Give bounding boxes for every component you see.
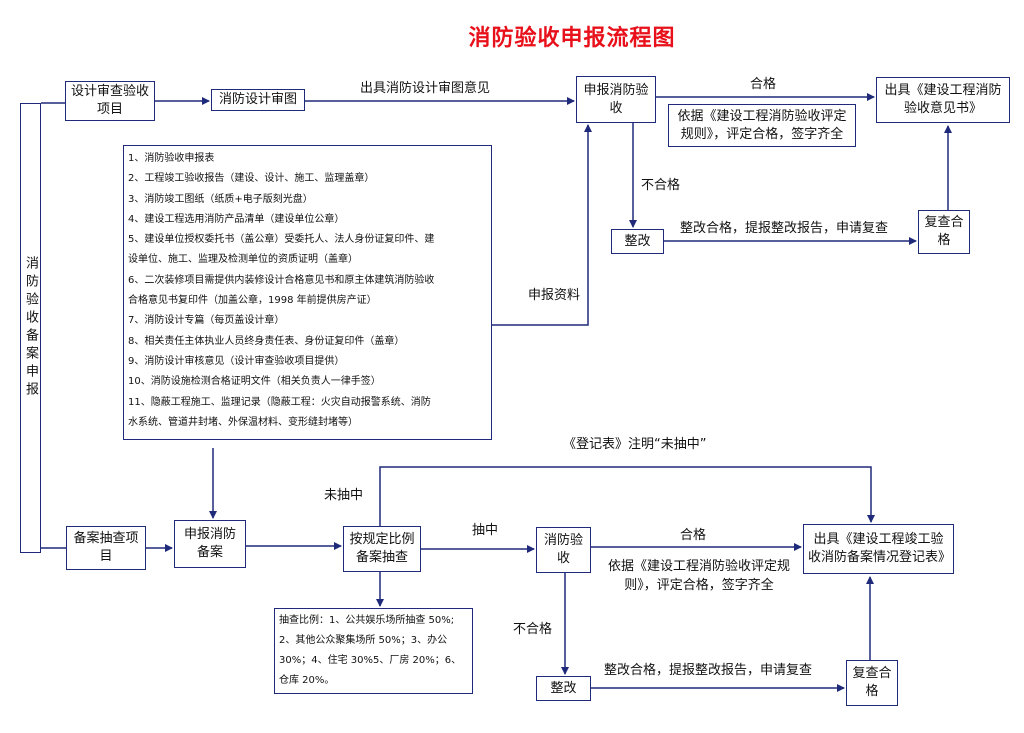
recheck-top-box: 复查合格 [918,210,970,254]
arrow-materials-to-apply [492,124,592,326]
rectify-bottom-box: 整改 [536,676,591,701]
materials-item: 4、建设工程选用消防产品清单（建设单位公章） [128,213,345,225]
fail-bottom-label: 不合格 [513,622,553,637]
basis-note-bottom: 依据《建设工程消防验收评定规则》，评定合格，签字齐全 [607,559,790,593]
materials-item: 设单位、施工、监理及检测单位的资质证明（盖章） [128,254,358,266]
issue-opinion-box: 出具《建设工程消防验收意见书》 [876,77,1010,123]
rectify-report-top-label: 整改合格，提报整改报告，申请复查 [680,221,889,236]
not-sampled-label: 未抽中 [324,488,364,503]
ratio-line: 30%；4、住宅 30%5、厂房 20%；6、 [279,655,462,666]
submit-materials-label: 申报资料 [528,288,581,303]
materials-item: 3、消防竣工图纸（纸质+电子版刻光盘） [128,193,313,205]
sampled-label: 抽中 [472,523,499,538]
design-review-project-box: 设计审查验收项目 [65,81,155,121]
materials-item: 合格意见书复印件（加盖公章，1998 年前提供房产证） [128,295,377,307]
apply-acceptance-box: 申报消防验收 [576,76,656,123]
arrow-not-sampled-to-register [379,466,875,526]
fire-design-review-box: 消防设计审图 [211,89,305,111]
ratio-line: 抽查比例：1、公共娱乐场所抽查 50%; [279,615,455,626]
filing-project-box: 备案抽查项 目 [66,526,146,570]
materials-list: 1、消防验收申报表 2、工程竣工验收报告（建设、设计、施工、监理盖章） 3、消防… [123,145,492,440]
materials-item: 5、建设单位授权委托书（盖公章）受委托人、法人身份证复印件、建 [128,234,435,246]
pass-bottom-label: 合格 [680,528,707,543]
materials-item: 9、消防设计审核意见（设计审查验收项目提供） [128,355,345,367]
ratio-line: 仓库 20%。 [279,675,335,686]
materials-item: 8、相关责任主体执业人员终身责任表、身份证复印件（盖章） [128,335,405,347]
filing-application-bar-label: 消防验收备案申报 [23,256,38,400]
materials-item: 2、工程竣工验收报告（建设、设计、施工、监理盖章） [128,173,375,185]
apply-filing-box: 申报消防备案 [174,520,246,568]
rectify-top-box: 整改 [611,229,664,254]
register-note-label: 《登记表》注明“未抽中” [563,437,707,452]
issue-register-box: 出具《建设工程竣工验收消防备案情况登记表》 [803,524,954,574]
sampling-box: 按规定比例备案抽查 [343,526,421,572]
sampling-ratio-box: 抽查比例：1、公共娱乐场所抽查 50%; 2、其他公众聚集场所 50%；3、办公… [274,608,473,694]
issue-design-opinion-label: 出具消防设计审图意见 [360,81,491,96]
pass-top-label: 合格 [750,77,777,92]
fire-acceptance-box: 消防验收 [536,527,591,573]
ratio-line: 2、其他公众聚集场所 50%；3、办公 [279,635,448,646]
materials-item: 10、消防设施检测合格证明文件（相关负责人一律手签） [128,376,381,388]
materials-item: 7、消防设计专篇（每页盖设计章） [128,315,285,327]
rectify-report-bottom-label: 整改合格，提报整改报告，申请复查 [604,663,813,678]
fail-top-label: 不合格 [641,178,681,193]
page-title: 消防验收申报流程图 [468,26,676,51]
recheck-bottom-box: 复查合格 [846,660,898,706]
basis-note-top: 依据《建设工程消防验收评定规则》，评定合格，签字齐全 [668,104,856,147]
materials-item: 1、消防验收申报表 [128,153,215,164]
materials-item: 水系统、管道井封堵、外保温材料、变形缝封堵等） [128,416,358,428]
materials-item: 6、二次装修项目需提供内装修设计合格意见书和原主体建筑消防验收 [128,274,435,286]
filing-application-bar: 消防验收备案申报 [20,103,41,553]
materials-item: 11、隐蔽工程施工、监理记录（隐蔽工程：火灾自动报警系统、消防 [128,396,431,408]
